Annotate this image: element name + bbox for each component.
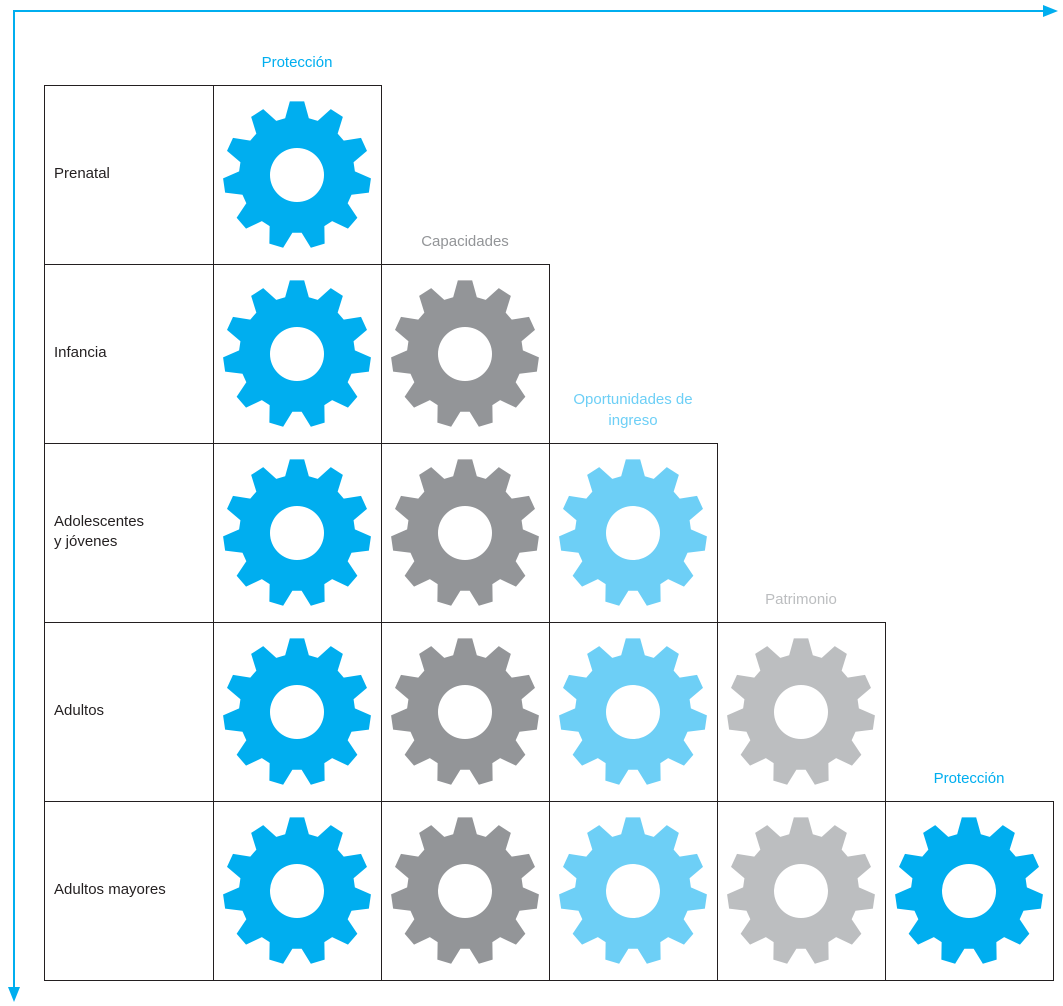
cell-capacidades-infancia bbox=[381, 264, 550, 444]
cell-oportunidades-adultos bbox=[549, 622, 718, 802]
row-label-cell-adolescentes bbox=[44, 443, 214, 623]
cell-capacidades-adolescentes bbox=[381, 443, 550, 623]
row-label-adolescentes: Adolescentes y jóvenes bbox=[54, 512, 145, 550]
cell-proteccion-adultos-mayores bbox=[213, 801, 382, 981]
gear-icon bbox=[391, 280, 539, 427]
gear-icon bbox=[223, 817, 371, 964]
gear-icon bbox=[223, 280, 371, 427]
gear-icon bbox=[727, 638, 875, 785]
row-label-cell-adultos bbox=[44, 622, 214, 802]
gear-icon bbox=[223, 638, 371, 785]
gear-icon bbox=[559, 817, 707, 964]
cell-patrimonio-adultos bbox=[717, 622, 886, 802]
cell-proteccion-final-adultos-mayores bbox=[885, 801, 1054, 981]
column-label-oportunidades: Oportunidades de ingreso bbox=[573, 391, 693, 429]
gear-icon bbox=[727, 817, 875, 964]
row-label-adultos: Adultos bbox=[54, 701, 105, 719]
row-label-adultos-mayores: Adultos mayores bbox=[54, 880, 166, 898]
cell-proteccion-adultos bbox=[213, 622, 382, 802]
arrow-right-icon bbox=[1043, 5, 1058, 17]
gear-icon bbox=[391, 817, 539, 964]
row-label-infancia: Infancia bbox=[54, 343, 107, 361]
column-label-proteccion: Protección bbox=[261, 54, 333, 71]
cell-proteccion-infancia bbox=[213, 264, 382, 444]
cell-proteccion-adolescentes bbox=[213, 443, 382, 623]
cell-patrimonio-adultos-mayores bbox=[717, 801, 886, 981]
gear-icon bbox=[391, 638, 539, 785]
row-label-prenatal: Prenatal bbox=[54, 164, 110, 182]
row-label-cell-prenatal bbox=[44, 85, 214, 265]
cell-capacidades-adultos-mayores bbox=[381, 801, 550, 981]
gear-icon bbox=[559, 459, 707, 606]
gear-icon bbox=[391, 459, 539, 606]
gear-icon bbox=[223, 101, 371, 248]
column-label-patrimonio: Patrimonio bbox=[765, 591, 837, 608]
cell-proteccion-prenatal bbox=[213, 85, 382, 265]
cell-capacidades-adultos bbox=[381, 622, 550, 802]
column-label-capacidades: Capacidades bbox=[421, 233, 509, 250]
arrow-down-icon bbox=[8, 987, 20, 1002]
gear-icon bbox=[559, 638, 707, 785]
cell-oportunidades-adolescentes bbox=[549, 443, 718, 623]
cell-oportunidades-adultos-mayores bbox=[549, 801, 718, 981]
gear-icon bbox=[895, 817, 1043, 964]
gear-icon bbox=[223, 459, 371, 606]
column-label-proteccion-final: Protección bbox=[933, 770, 1005, 787]
